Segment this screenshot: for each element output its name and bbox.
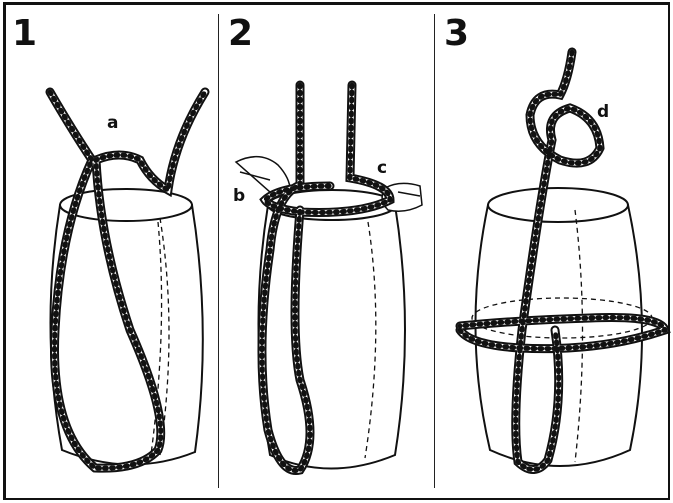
barrel-2 xyxy=(258,190,405,469)
panel-3-illustration xyxy=(460,52,665,470)
panel-1-illustration xyxy=(50,92,205,468)
panel-2-illustration xyxy=(236,85,422,471)
label-c: c xyxy=(377,160,387,177)
panel-number-3: 3 xyxy=(444,16,469,52)
label-b: b xyxy=(233,188,245,205)
panel-number-2: 2 xyxy=(228,16,253,52)
panel-number-1: 1 xyxy=(12,16,37,52)
label-d: d xyxy=(597,104,609,121)
label-a: a xyxy=(107,115,118,132)
